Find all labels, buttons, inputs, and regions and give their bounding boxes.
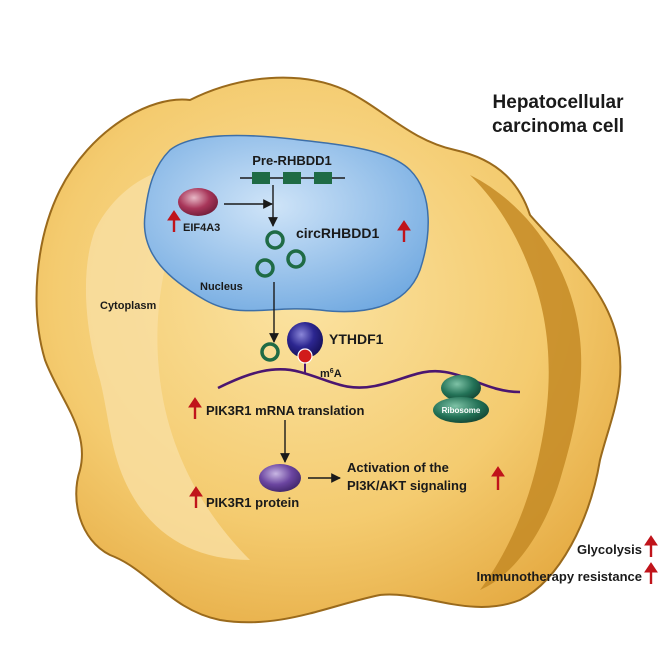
resistance-label: Immunotherapy resistance xyxy=(477,569,642,584)
pik3r1-protein xyxy=(259,464,301,492)
translation-label: PIK3R1 mRNA translation xyxy=(206,403,364,418)
circ-ring-bound xyxy=(260,342,280,362)
ribosome-label: Ribosome xyxy=(442,406,481,415)
activation-line-1: Activation of the xyxy=(347,460,449,475)
m6a-label: m6A xyxy=(320,368,342,380)
protein-label: PIK3R1 protein xyxy=(206,495,299,510)
eif4a3-molecule xyxy=(178,188,218,216)
circ-ring xyxy=(286,249,306,269)
up-arrow-icon xyxy=(188,397,202,419)
exon-1 xyxy=(252,172,270,184)
ythdf1-protein xyxy=(287,322,323,358)
ribosome-small xyxy=(433,397,489,423)
circ-ring xyxy=(255,258,275,278)
ribosome-large xyxy=(441,375,481,401)
up-arrow-icon xyxy=(491,466,505,490)
circ-label: circRHBDD1 xyxy=(296,225,379,241)
pre-gene-label: Pre-RHBDD1 xyxy=(252,153,331,168)
m6a-mark xyxy=(297,348,313,364)
up-arrow-icon xyxy=(167,210,181,232)
exon-2 xyxy=(283,172,301,184)
up-arrow-icon xyxy=(189,486,203,508)
title-line-2: carcinoma cell xyxy=(492,116,624,137)
cell-edge-shadow xyxy=(470,175,582,590)
eif4a3-label: EIF4A3 xyxy=(183,222,220,234)
up-arrow-icon xyxy=(644,562,658,584)
nucleus-label: Nucleus xyxy=(200,281,243,293)
title-line-1: Hepatocellular xyxy=(493,92,625,113)
activation-line-2: PI3K/AKT signaling xyxy=(347,478,467,493)
glycolysis-label: Glycolysis xyxy=(577,542,642,557)
circ-ring xyxy=(265,230,285,250)
cytoplasm-label: Cytoplasm xyxy=(100,300,156,312)
up-arrow-icon xyxy=(397,220,411,242)
ythdf1-label: YTHDF1 xyxy=(329,331,384,347)
exon-3 xyxy=(314,172,332,184)
up-arrow-icon xyxy=(644,535,658,557)
cytoplasm-highlight xyxy=(85,167,251,560)
nucleus xyxy=(143,134,429,313)
